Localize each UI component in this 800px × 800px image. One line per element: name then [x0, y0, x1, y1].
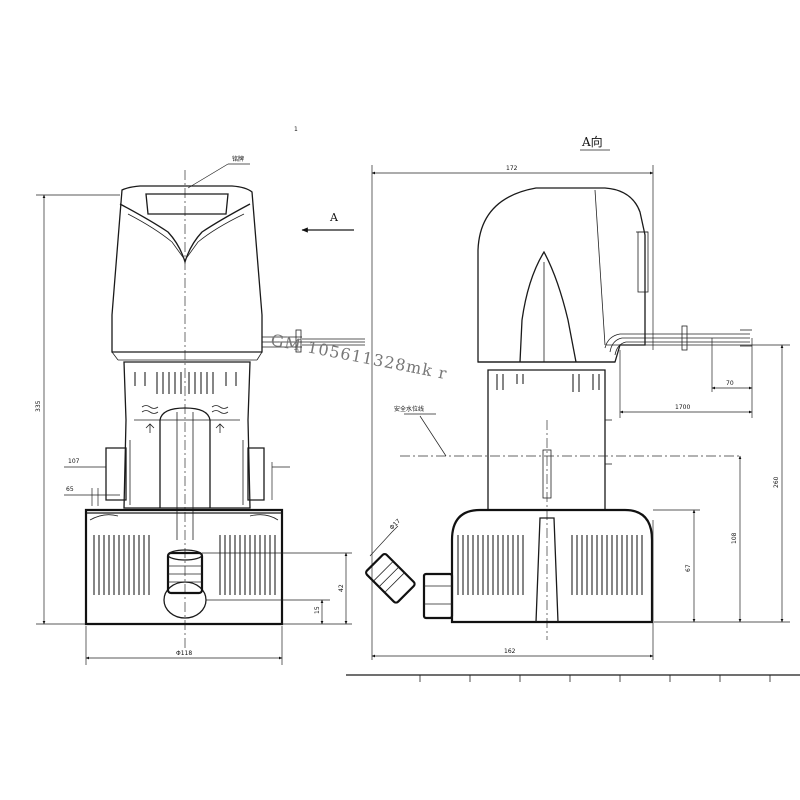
- side-base-slots: [457, 535, 643, 595]
- front-pump-body: [123, 361, 251, 509]
- dim-width-107: 107: [68, 458, 80, 465]
- dim-height-260: 260: [773, 476, 780, 488]
- dim-outlet-diameter: Φ17: [388, 518, 402, 532]
- dim-height-108: 108: [731, 532, 738, 544]
- side-cable: [604, 325, 752, 356]
- side-vent-slots: [496, 374, 600, 392]
- front-view: 铭牌: [35, 126, 365, 665]
- front-base: [84, 508, 284, 626]
- dim-width-top: 172: [506, 165, 518, 172]
- dim-base-width-side: 162: [504, 648, 516, 655]
- side-flame-window: [519, 250, 577, 363]
- dim-width-65: 65: [66, 486, 74, 493]
- front-side-rib-right: [247, 447, 265, 501]
- dim-height-67: 67: [685, 564, 692, 572]
- up-arrow-icon: [215, 423, 225, 433]
- dim-cable-1700: 1700: [675, 404, 690, 411]
- wave-icon: [211, 405, 229, 409]
- view-title: A向: [581, 134, 603, 149]
- front-cable: [262, 329, 365, 353]
- front-outlet-fitting: [163, 549, 207, 619]
- front-discharge-channel: [159, 407, 211, 508]
- nameplate-window: [145, 193, 229, 215]
- front-v-face: [119, 203, 251, 265]
- side-view: A向 172: [365, 134, 790, 660]
- front-motor-housing: [111, 185, 263, 353]
- dim-height-42: 42: [338, 584, 345, 592]
- side-cable-boss: [637, 231, 649, 293]
- nameplate-label: 铭牌: [232, 155, 244, 163]
- side-outlet-fitting: Φ17: [365, 518, 454, 620]
- watermark-text: GM 105611328mk r: [269, 330, 449, 383]
- sheet-mark: 1: [294, 126, 298, 133]
- front-base-slots: [93, 535, 276, 595]
- dim-base-width: Φ118: [176, 650, 192, 657]
- dim-height-15: 15: [314, 606, 321, 614]
- side-motor-housing: [477, 187, 646, 363]
- up-arrow-icon: [145, 423, 155, 433]
- front-vent-slots: [134, 372, 237, 394]
- side-center-channel: [535, 517, 559, 623]
- side-base: [450, 508, 654, 624]
- dim-height-total: 335: [35, 400, 42, 412]
- dim-cable-70: 70: [726, 380, 734, 387]
- safety-level-label: 安全水位线: [394, 405, 424, 413]
- view-direction-label: A: [329, 211, 339, 224]
- wave-icon: [141, 405, 159, 409]
- side-pump-body: [487, 369, 606, 511]
- front-side-rib-left: [105, 447, 127, 501]
